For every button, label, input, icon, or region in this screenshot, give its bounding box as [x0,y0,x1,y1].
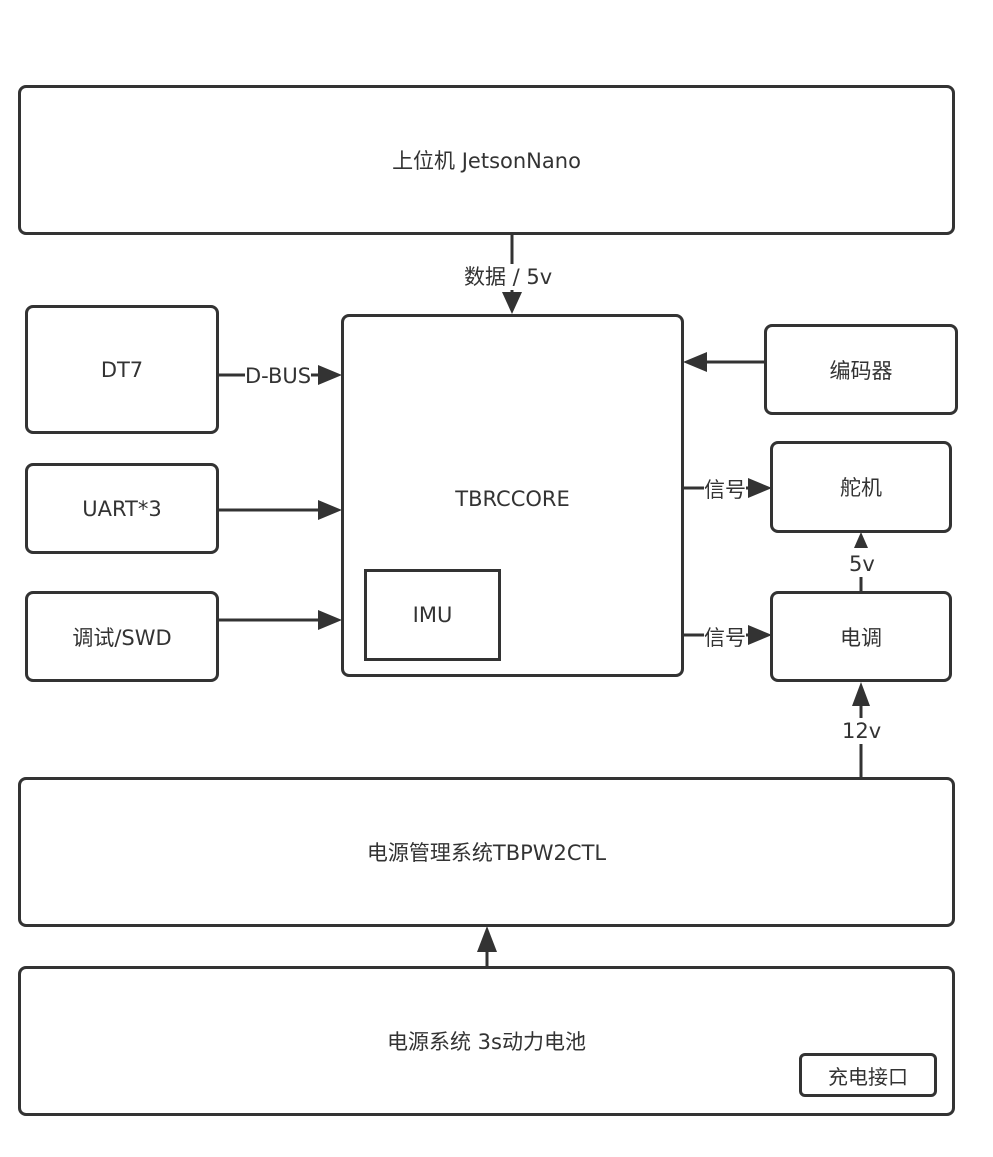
arrowhead-host-core [502,292,522,314]
battery-node: 电源系统 3s动力电池 充电接口 [18,966,955,1116]
arrowhead-dt7-core [318,365,342,385]
core-label: TBRCCORE [455,487,570,511]
edge-label-5v: 5v [849,551,875,577]
arrowhead-encoder-core [683,352,707,372]
arrowhead-uart-core [318,500,342,520]
pms-label: 电源管理系统TBPW2CTL [366,841,607,865]
pms-node: 电源管理系统TBPW2CTL [18,777,955,927]
encoder-node: 编码器 [764,324,958,415]
charge-port-label: 充电接口 [828,1064,908,1089]
dt7-label: DT7 [100,357,144,382]
arrowhead-core-esc [748,625,772,645]
arrowhead-core-servo [748,478,772,498]
uart-node: UART*3 [25,463,219,554]
arrowhead-esc-servo [854,532,868,548]
servo-label: 舵机 [840,476,882,500]
edge-label-data5v: 数据 / 5v [464,264,553,290]
core-node: TBRCCORE IMU [341,314,684,677]
host-label: 上位机 JetsonNano [392,149,581,173]
arrowhead-battery-pms [477,926,497,952]
servo-node: 舵机 [770,441,952,533]
edge-label-12v: 12v [842,718,882,744]
esc-label: 电调 [840,625,882,650]
battery-label: 电源系统 3s动力电池 [387,1030,586,1054]
arrowhead-pms-esc [852,682,870,706]
debug-label: 调试/SWD [72,625,172,650]
edge-label-signal-servo: 信号 [704,477,746,503]
edge-label-dbus: D-BUS [245,363,312,389]
imu-node: IMU [364,569,501,661]
dt7-node: DT7 [25,305,219,434]
charge-port-node: 充电接口 [799,1053,937,1097]
edge-label-signal-esc: 信号 [704,625,746,651]
uart-label: UART*3 [82,496,162,521]
encoder-label: 编码器 [829,358,893,383]
esc-node: 电调 [770,591,952,682]
debug-node: 调试/SWD [25,591,219,682]
imu-label: IMU [412,603,453,627]
arrowhead-debug-core [318,610,342,630]
host-node: 上位机 JetsonNano [18,85,955,235]
